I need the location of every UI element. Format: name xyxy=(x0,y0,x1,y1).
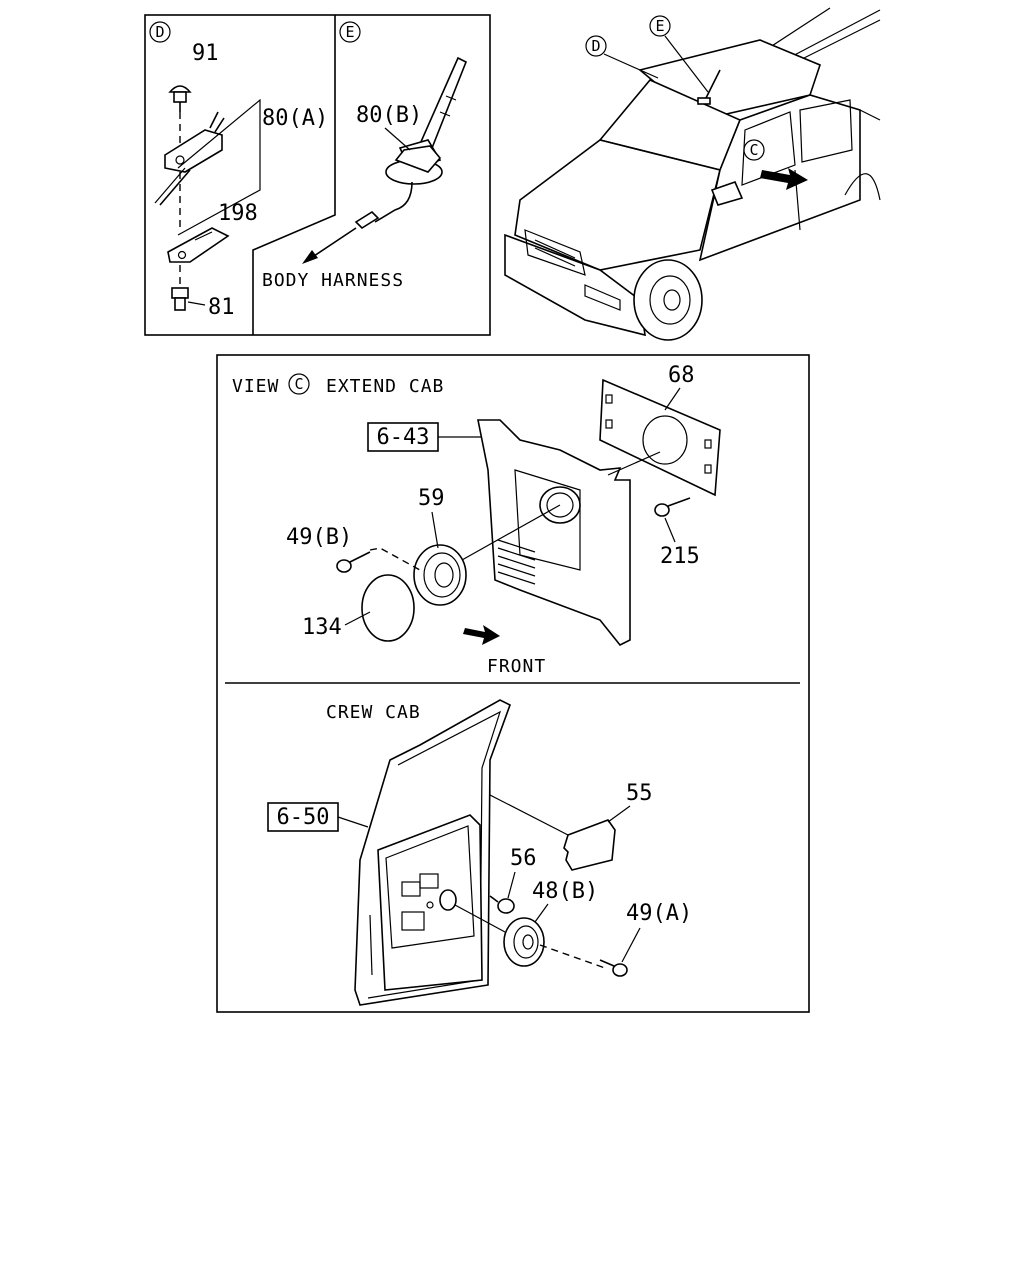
truck-front-icon xyxy=(504,233,646,337)
truck-e-circle-icon xyxy=(649,15,671,37)
front-arrow-icon xyxy=(463,625,500,645)
door-panel-6-50-icon xyxy=(354,699,511,1006)
extend-cab-section: VIEW C EXTEND CAB 6-43 68 xyxy=(232,363,721,677)
crew-cab-section: CREW CAB 6-50 55 56 xyxy=(267,699,692,1006)
screw-91-icon xyxy=(168,85,192,112)
part-48b-label: 48(B) xyxy=(532,879,598,904)
part-56-label: 56 xyxy=(510,846,537,871)
truck-front-wheel-icon xyxy=(633,259,703,341)
part-91-label: 91 xyxy=(192,41,219,66)
front-label: FRONT xyxy=(487,656,546,677)
part-198-label: 198 xyxy=(218,201,258,226)
extend-cab-title: EXTEND CAB xyxy=(326,376,444,397)
bracket-198-icon xyxy=(167,227,230,263)
trim-panel-6-43-icon xyxy=(477,419,631,647)
speaker-59-icon xyxy=(413,544,467,606)
part-59-label: 59 xyxy=(418,486,445,511)
speaker-48b-icon xyxy=(503,917,545,967)
part-134-label: 134 xyxy=(302,615,342,640)
ref-6-50-label: 6-50 xyxy=(277,805,330,830)
part-215-label: 215 xyxy=(660,544,700,569)
cover-134-icon xyxy=(361,574,415,642)
detail-e: E 80(B) BODY HARNESS xyxy=(262,21,468,291)
bolt-56-icon xyxy=(489,895,515,914)
truck-illustration: D E C xyxy=(504,7,881,341)
screw-49a-icon xyxy=(599,959,628,977)
crew-cab-title: CREW CAB xyxy=(326,702,421,723)
roof-antenna-icon xyxy=(704,69,721,101)
truck-callout-d: D xyxy=(591,37,600,55)
detail-d: D 91 80(A) 198 xyxy=(149,21,328,320)
antenna-cable-icon xyxy=(159,169,191,206)
screw-215-icon xyxy=(654,497,691,517)
bolt-81-icon xyxy=(171,287,206,311)
part-80a-label: 80(A) xyxy=(262,106,328,131)
truck-callout-c: C xyxy=(749,141,758,159)
ref-6-43-label: 6-43 xyxy=(377,425,430,450)
trim-vent-icon xyxy=(497,539,536,585)
part-49b-label: 49(B) xyxy=(286,525,352,550)
body-harness-label: BODY HARNESS xyxy=(262,270,404,291)
detail-e-circle-icon xyxy=(339,21,361,43)
detail-d-circle-icon xyxy=(149,21,171,43)
truck-callout-e: E xyxy=(655,17,664,35)
truck-hood-icon xyxy=(514,139,721,271)
part-55-label: 55 xyxy=(626,781,653,806)
trim-cover-55-icon xyxy=(563,819,616,871)
truck-d-circle-icon xyxy=(585,35,607,57)
bracket-80a-icon xyxy=(164,111,225,173)
detail-de-panel xyxy=(144,14,491,336)
part-49a-label: 49(A) xyxy=(626,901,692,926)
truck-c-circle-icon xyxy=(743,139,765,161)
view-c-circle-icon xyxy=(288,373,310,395)
view-c-callout: C xyxy=(294,375,303,393)
view-label: VIEW xyxy=(232,376,279,397)
bracket-68-icon xyxy=(599,378,721,497)
view-c-panel xyxy=(216,354,810,1013)
part-81-label: 81 xyxy=(208,295,235,320)
detail-d-callout: D xyxy=(155,23,164,41)
part-68-label: 68 xyxy=(668,363,695,388)
view-c-arrow-icon xyxy=(760,168,808,190)
antenna-80b-icon xyxy=(385,56,468,185)
part-80b-label: 80(B) xyxy=(356,103,422,128)
harness-cable-icon xyxy=(374,181,413,223)
detail-e-callout: E xyxy=(345,23,354,41)
screw-49b-icon xyxy=(336,551,371,573)
